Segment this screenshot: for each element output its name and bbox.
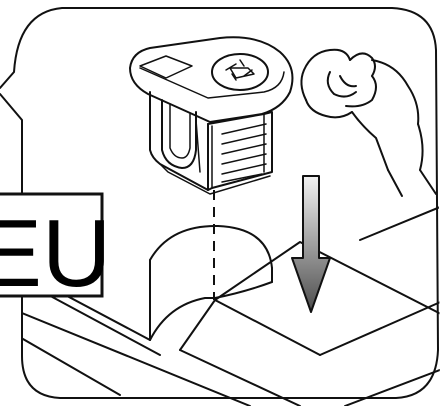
down-arrow-icon — [291, 175, 331, 313]
eu-label: EU — [0, 192, 111, 307]
rounded-frame — [0, 7, 439, 399]
hand-icon — [300, 48, 437, 197]
cam-connector-housing — [129, 36, 294, 195]
drilled-hole — [149, 224, 273, 341]
eu-label-text: EU — [0, 200, 111, 307]
